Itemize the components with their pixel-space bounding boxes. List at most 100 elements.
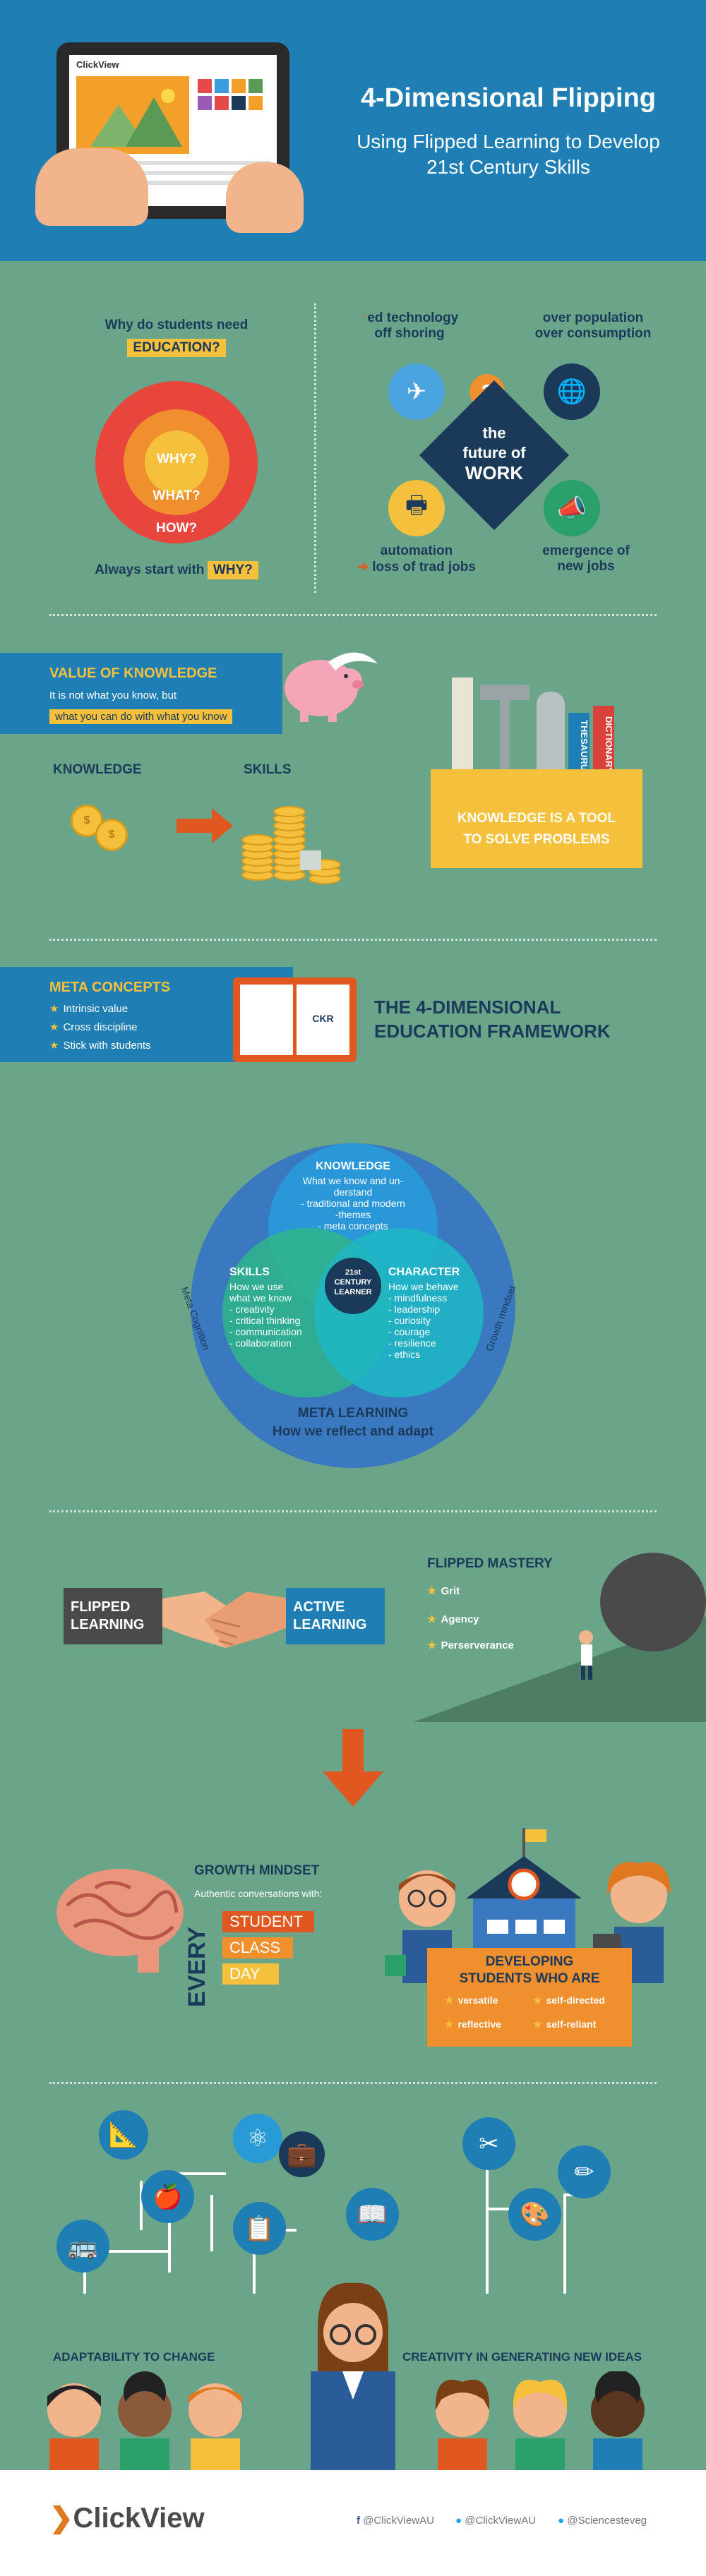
twitter-icon: ● bbox=[455, 2515, 462, 2527]
subtitle-line-2: 21st Century Skills bbox=[426, 156, 590, 178]
briefcase-icon: 💼 bbox=[279, 2131, 325, 2177]
future-center: the future of WORK bbox=[462, 424, 526, 483]
divider-3 bbox=[49, 1510, 657, 1512]
growth-title: GROWTH MINDSET bbox=[194, 1863, 320, 1878]
twitter-handle-1[interactable]: ● @ClickViewAU bbox=[455, 2515, 537, 2527]
video-thumbnail bbox=[76, 76, 189, 154]
globe-icon: 🌐 bbox=[544, 363, 600, 420]
ring-how: HOW? bbox=[155, 521, 198, 536]
handshake-icon bbox=[162, 1570, 289, 1662]
tablet-illustration: ClickView bbox=[35, 42, 304, 233]
page-title: 4-Dimensional Flipping bbox=[360, 83, 657, 113]
why-section: Why do students need EDUCATION? WHY? WHA… bbox=[56, 318, 297, 586]
facebook-handle[interactable]: f @ClickViewAU bbox=[357, 2515, 434, 2527]
value-knowledge-line1: It is not what you know, but bbox=[49, 690, 177, 702]
future-tl: ↑ed technology off shoring bbox=[360, 311, 459, 341]
section-divider-vertical bbox=[314, 303, 316, 593]
boulder-hill-illustration bbox=[413, 1531, 706, 1722]
future-bl: automation ➔ loss of trad jobs bbox=[357, 543, 476, 574]
apple-icon: 🍎 bbox=[141, 2170, 194, 2223]
toolbox-box bbox=[431, 769, 642, 868]
notebook-icon: 📋 bbox=[233, 2202, 286, 2255]
meta-learning-label: META LEARNING How we reflect and adapt bbox=[272, 1406, 434, 1439]
airplane-icon: ✈ bbox=[388, 363, 445, 420]
mastery-item-3: ★Perserverance bbox=[427, 1639, 514, 1651]
trait-reflective: ★reflective bbox=[445, 2018, 502, 2030]
ruler-compass-icon: 📐 bbox=[99, 2110, 148, 2160]
scissors-icon: ✂ bbox=[462, 2117, 515, 2170]
trait-self-directed: ★self-directed bbox=[533, 1994, 605, 2006]
active-learning-box bbox=[286, 1588, 385, 1644]
adaptability-tree: 📐 ⚛ 💼 🍎 📋 📖 🚌 bbox=[42, 2110, 399, 2308]
book-text: CKR bbox=[312, 1013, 334, 1024]
hammer-icon bbox=[480, 685, 530, 700]
why-question-highlight: EDUCATION? bbox=[127, 339, 226, 357]
developing-box bbox=[427, 1948, 632, 2047]
divider-2 bbox=[49, 939, 657, 941]
printer-icon: 🖶 bbox=[388, 480, 445, 536]
facebook-icon: f bbox=[357, 2515, 360, 2527]
growth-item-student: STUDENT bbox=[222, 1911, 314, 1932]
piggy-bank-icon bbox=[279, 649, 378, 722]
developing-title: DEVELOPING STUDENTS WHO ARE bbox=[459, 1954, 600, 1986]
clickview-tablet-logo: ClickView bbox=[76, 59, 119, 70]
value-knowledge-line2: what you can do with what you know bbox=[49, 709, 233, 724]
twitter-handle-2[interactable]: ● @Sciencesteveg bbox=[558, 2515, 647, 2527]
hand-left bbox=[35, 148, 148, 226]
start-with-highlight: WHY? bbox=[207, 561, 258, 579]
trait-self-reliant: ★self-reliant bbox=[533, 2018, 597, 2030]
meta-item-3: ★Stick with students bbox=[49, 1040, 151, 1052]
flipped-learning-label: FLIPPED LEARNING bbox=[71, 1599, 145, 1632]
growth-item-day: DAY bbox=[222, 1963, 279, 1985]
meta-title: META CONCEPTS bbox=[49, 980, 171, 995]
mastery-item-1: ★Grit bbox=[427, 1585, 460, 1597]
active-learning-label: ACTIVE LEARNING bbox=[293, 1599, 367, 1632]
ring-inner bbox=[145, 431, 208, 494]
header-banner: ClickView 4-Dimensional Flipping Using F… bbox=[0, 0, 706, 261]
pencils-icon: ✏ bbox=[558, 2145, 611, 2198]
hand-right bbox=[226, 162, 304, 233]
wrench-icon bbox=[537, 692, 565, 783]
flipped-learning-box bbox=[64, 1588, 162, 1644]
kids-right-illustration bbox=[420, 2370, 681, 2470]
ring-what: WHAT? bbox=[152, 488, 201, 503]
flipped-mastery-title: FLIPPED MASTERY bbox=[427, 1556, 553, 1571]
venn-character: CHARACTER How we behave- mindfulness- le… bbox=[388, 1266, 460, 1361]
arrow-right-icon bbox=[176, 808, 233, 847]
mastery-item-2: ★Agency bbox=[427, 1613, 479, 1625]
every-label: EVERY bbox=[184, 1927, 210, 2008]
future-of-work: ↑ed technology off shoring over populati… bbox=[339, 311, 671, 593]
twitter-icon: ● bbox=[558, 2515, 565, 2527]
growth-sub: Authentic conversations with: bbox=[194, 1888, 323, 1899]
value-knowledge-title: VALUE OF KNOWLEDGE bbox=[49, 666, 217, 681]
clickview-logo: ❯ClickView bbox=[49, 2503, 205, 2534]
subtitle-line-1: Using Flipped Learning to Develop bbox=[357, 131, 660, 152]
atom-icon: ⚛ bbox=[233, 2114, 282, 2163]
ruler-icon bbox=[452, 678, 473, 783]
growth-item-class: CLASS bbox=[222, 1937, 293, 1958]
creativity-label: CREATIVITY IN GENERATING NEW IDEAS bbox=[402, 2350, 642, 2364]
toolbox-illustration: THESAURUS DICTIONARY KNOWLEDGE IS A TOOL… bbox=[424, 670, 650, 875]
future-br: emergence of new jobs bbox=[542, 543, 630, 574]
character-circle bbox=[314, 1228, 484, 1397]
teacher-illustration bbox=[304, 2280, 402, 2470]
arrow-down-icon bbox=[323, 1729, 383, 1810]
skills-label: SKILLS bbox=[244, 762, 292, 777]
coin-stack-icon bbox=[237, 783, 349, 889]
footer: ❯ClickView f @ClickViewAU ● @ClickViewAU… bbox=[0, 2470, 706, 2576]
trait-versatile: ★versatile bbox=[445, 1994, 498, 2006]
bus-icon: 🚌 bbox=[56, 2220, 109, 2273]
why-question: Why do students need bbox=[104, 318, 249, 332]
venn-knowledge: KNOWLEDGE What we know and un-derstand- … bbox=[301, 1160, 405, 1232]
brain-icon bbox=[53, 1863, 187, 1976]
center-circle bbox=[325, 1258, 381, 1314]
meta-item-2: ★Cross discipline bbox=[49, 1021, 138, 1033]
framework-title: THE 4-DIMENSIONAL EDUCATION FRAMEWORK bbox=[374, 997, 611, 1042]
kids-left-illustration bbox=[32, 2371, 286, 2470]
book-icon: 📖 bbox=[346, 2188, 399, 2241]
page-subtitle: Using Flipped Learning to Develop 21st C… bbox=[332, 129, 685, 180]
knowledge-label: KNOWLEDGE bbox=[53, 762, 142, 777]
coin-icon-2: $ bbox=[95, 819, 128, 851]
divider-1 bbox=[49, 614, 657, 616]
